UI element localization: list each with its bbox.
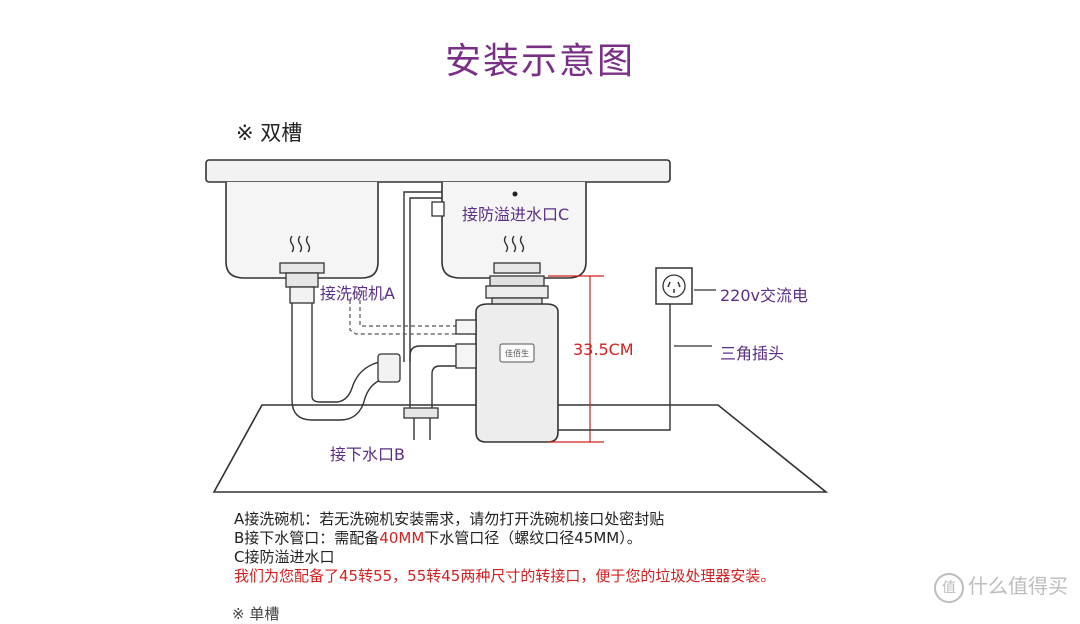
note-b-suffix: 下水管口径（螺纹口径45MM）。 <box>424 529 642 547</box>
installation-diagram: 佳佰生 <box>205 159 829 493</box>
overflow-inlet-label: 接防溢进水口C <box>462 205 570 224</box>
watermark-logo-icon: 值 <box>934 572 964 603</box>
overflow-inlet-point <box>512 191 518 197</box>
drain-label: 接下水口B <box>330 445 405 464</box>
floor-drain-pipe <box>413 418 431 440</box>
power-cord <box>558 304 671 431</box>
height-label: 33.5CM <box>573 340 634 359</box>
watermark-text: 什么值得买 <box>968 574 1068 598</box>
disposer-body <box>455 303 559 443</box>
disposer-mount <box>485 275 549 307</box>
left-drain-strainer <box>279 235 325 304</box>
single-sink-heading-partial: ※ 单槽 <box>232 605 280 623</box>
right-drain-strainer <box>493 235 541 274</box>
note-b: B接下水管口：需配备40MM下水管口径（螺纹口径45MM）。 <box>234 529 775 548</box>
note-b-highlight: 40MM <box>379 529 425 547</box>
height-dimension <box>548 275 604 443</box>
plug-label: 三角插头 <box>720 344 785 363</box>
dishwasher-hose <box>349 300 476 335</box>
countertop <box>205 159 671 183</box>
sink-type-heading: ※ 双槽 <box>236 121 303 145</box>
cabinet-floor <box>212 404 829 493</box>
note-c: C接防溢进水口 <box>234 548 335 566</box>
disposer-outlet-pipe <box>409 345 476 410</box>
power-outlet-icon <box>655 267 693 305</box>
note-a: A接洗碗机：若无洗碗机安装需求，请勿打开洗碗机接口处密封贴 <box>234 510 665 528</box>
note-b-prefix: B接下水管口：需配备 <box>234 529 380 547</box>
left-drain-pipe <box>291 303 393 421</box>
overflow-hose <box>403 191 442 362</box>
install-notes: A接洗碗机：若无洗碗机安装需求，请勿打开洗碗机接口处密封贴 B接下水管口：需配备… <box>234 510 775 586</box>
page-title: 安装示意图 <box>444 41 635 82</box>
disposer-brand: 佳佰生 <box>505 348 529 358</box>
watermark: 值什么值得买 <box>934 570 1068 603</box>
power-label: 220v交流电 <box>720 286 809 305</box>
note-adapter: 我们为您配备了45转55，55转45两种尺寸的转接口，便于您的垃圾处理器安装。 <box>234 567 776 585</box>
dishwasher-label: 接洗碗机A <box>320 284 395 303</box>
